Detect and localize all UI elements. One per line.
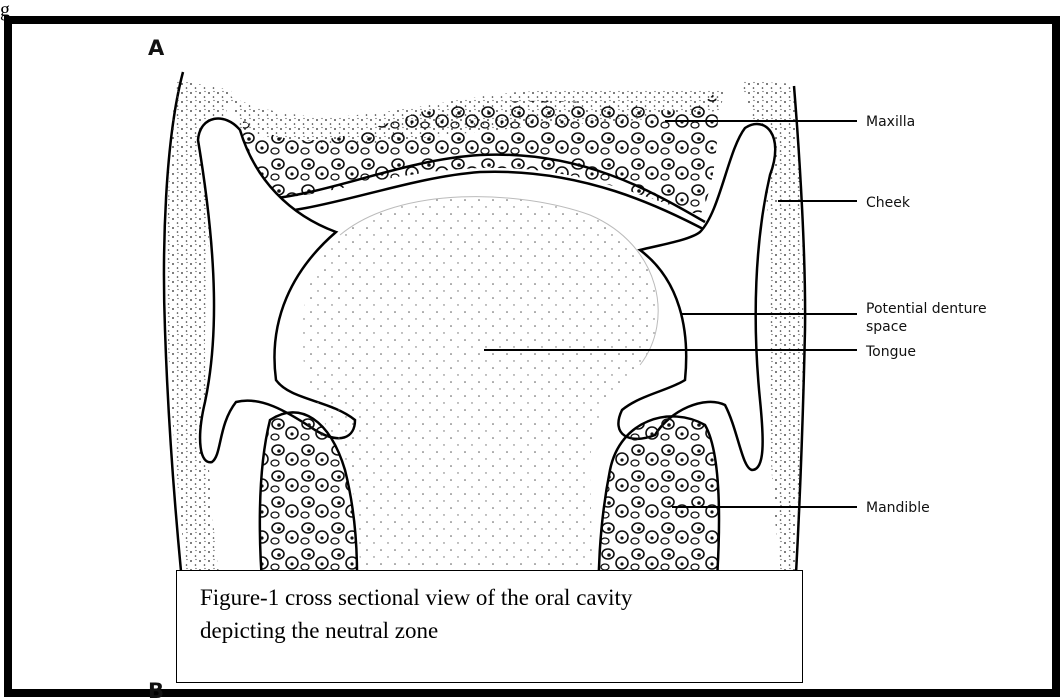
tongue-label: Tongue — [865, 344, 916, 360]
mandible-label: Mandible — [866, 500, 930, 516]
cheek-label: Cheek — [866, 195, 911, 211]
figure-caption: Figure-1 cross sectional view of the ora… — [176, 570, 803, 683]
denture-space-label-line1: Potential denture — [866, 301, 987, 317]
caption-line-1: Figure-1 cross sectional view of the ora… — [200, 581, 802, 614]
panel-label-a: A — [148, 36, 165, 60]
panel-label-b: B — [148, 679, 164, 700]
caption-line-2: depicting the neutral zone — [200, 614, 802, 647]
denture-space-label-line2: space — [866, 319, 907, 335]
maxilla-label: Maxilla — [866, 114, 915, 130]
